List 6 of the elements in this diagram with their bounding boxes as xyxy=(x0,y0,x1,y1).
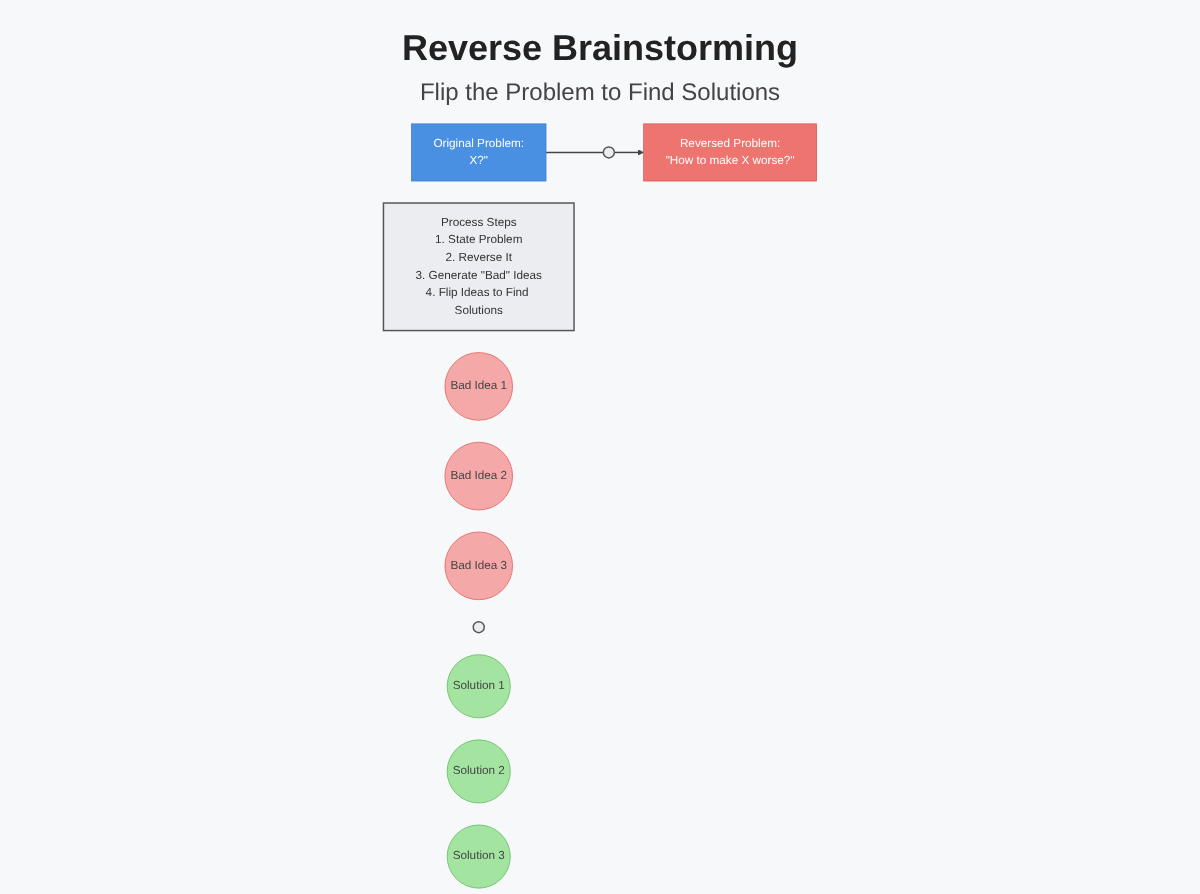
diagram-title: Reverse Brainstorming xyxy=(401,28,799,70)
diagram-subtitle: Flip the Problem to Find Solutions xyxy=(419,78,781,106)
connector xyxy=(545,151,605,154)
node-circle xyxy=(472,620,485,634)
arrow xyxy=(613,149,644,156)
node-circle xyxy=(602,146,616,159)
